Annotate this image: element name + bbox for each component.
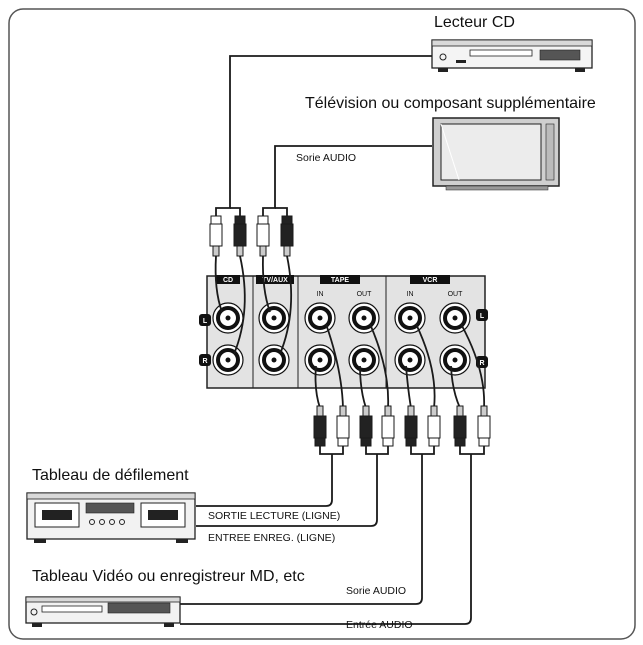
- jack-vcr-in-l: [394, 302, 426, 334]
- panel-label-tape: TAPE: [331, 277, 349, 284]
- right-marker: [199, 354, 211, 366]
- tape-deck-label: Tableau de défilement: [32, 467, 189, 484]
- cd-player-illustration: [431, 39, 593, 72]
- rear-panel: [199, 275, 488, 389]
- vcr-in-label: IN: [407, 291, 414, 298]
- panel-tag-tv-aux: [256, 275, 294, 284]
- left-marker-label: L: [480, 313, 485, 320]
- video-audio-out-label: Sorie AUDIO: [346, 585, 407, 597]
- tape-in-label: IN: [317, 291, 324, 298]
- left-marker: [199, 314, 211, 326]
- jack-vcr-out-l: [439, 302, 471, 334]
- tape-deck-illustration: [26, 492, 196, 543]
- right-marker-label: R: [202, 358, 207, 365]
- left-marker: [476, 309, 488, 321]
- output-cables: [314, 323, 486, 409]
- rca-jacks: [212, 302, 471, 376]
- panel-label-tv-aux: TV/AUX: [262, 277, 288, 284]
- vcr-out-label: OUT: [448, 291, 464, 298]
- jack-vcr-in-r: [394, 344, 426, 376]
- video-md-illustration: [25, 596, 181, 627]
- diagram-frame: [8, 8, 636, 640]
- jack-vcr-out-r: [439, 344, 471, 376]
- jack-tape-out-l: [348, 302, 380, 334]
- panel-label-vcr: VCR: [423, 277, 438, 284]
- device-cables: [180, 446, 485, 625]
- jack-tape-out-r: [348, 344, 380, 376]
- panel-tag-vcr: [410, 275, 450, 284]
- tv-illustration: [432, 117, 560, 191]
- top-cables: [215, 55, 432, 216]
- jack-cd-l: [212, 302, 244, 334]
- tv-label: Télévision ou composant supplémentaire: [305, 95, 596, 112]
- video-audio-in-label: Entrée AUDIO: [346, 619, 413, 631]
- tape-out-label: OUT: [357, 291, 373, 298]
- jack-tv-l: [258, 302, 290, 334]
- right-marker-label: R: [479, 360, 484, 367]
- tv-audio-out-label: Sorie AUDIO: [296, 152, 357, 164]
- top-rca-plugs: [209, 215, 294, 257]
- tape-playback-out-label: SORTIE LECTURE (LIGNE): [208, 510, 341, 522]
- panel-label-cd: CD: [223, 277, 233, 284]
- jack-tv-r: [258, 344, 290, 376]
- bottom-rca-plugs: [313, 405, 491, 447]
- panel-tag-cd: [216, 275, 240, 284]
- input-cables: [214, 255, 293, 355]
- jack-tape-in-r: [304, 344, 336, 376]
- cd-player-label: Lecteur CD: [434, 14, 515, 31]
- tape-record-in-label: ENTREE ENREG. (LIGNE): [208, 532, 336, 544]
- jack-tape-in-l: [304, 302, 336, 334]
- panel-tag-tape: [320, 275, 360, 284]
- video-md-label: Tableau Vidéo ou enregistreur MD, etc: [32, 568, 305, 585]
- jack-cd-r: [212, 344, 244, 376]
- left-marker-label: L: [203, 318, 208, 325]
